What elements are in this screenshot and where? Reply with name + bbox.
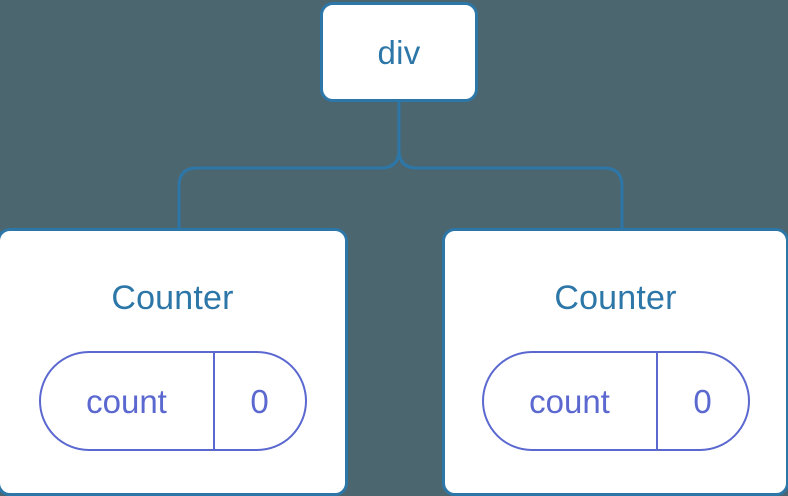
component-title: Counter [554, 279, 677, 317]
tree-node-counter-1[interactable]: Counter count 0 [442, 228, 788, 496]
state-value-cell: 0 [215, 353, 305, 449]
connector-stem-left [177, 100, 401, 232]
tree-node-root[interactable]: div [320, 2, 478, 102]
state-key-cell: count [41, 353, 215, 449]
state-key-cell: count [484, 353, 658, 449]
tree-node-counter-0[interactable]: Counter count 0 [0, 228, 348, 496]
state-capsule[interactable]: count 0 [481, 351, 750, 451]
state-capsule[interactable]: count 0 [38, 351, 307, 451]
state-value-cell: 0 [658, 353, 748, 449]
connector-stem-right [397, 100, 624, 232]
state-key-label: count [529, 382, 610, 420]
state-key-label: count [86, 382, 167, 420]
state-value-label: 0 [693, 382, 712, 420]
component-title: Counter [111, 279, 234, 317]
root-node-label: div [377, 33, 421, 71]
state-value-label: 0 [250, 382, 269, 420]
